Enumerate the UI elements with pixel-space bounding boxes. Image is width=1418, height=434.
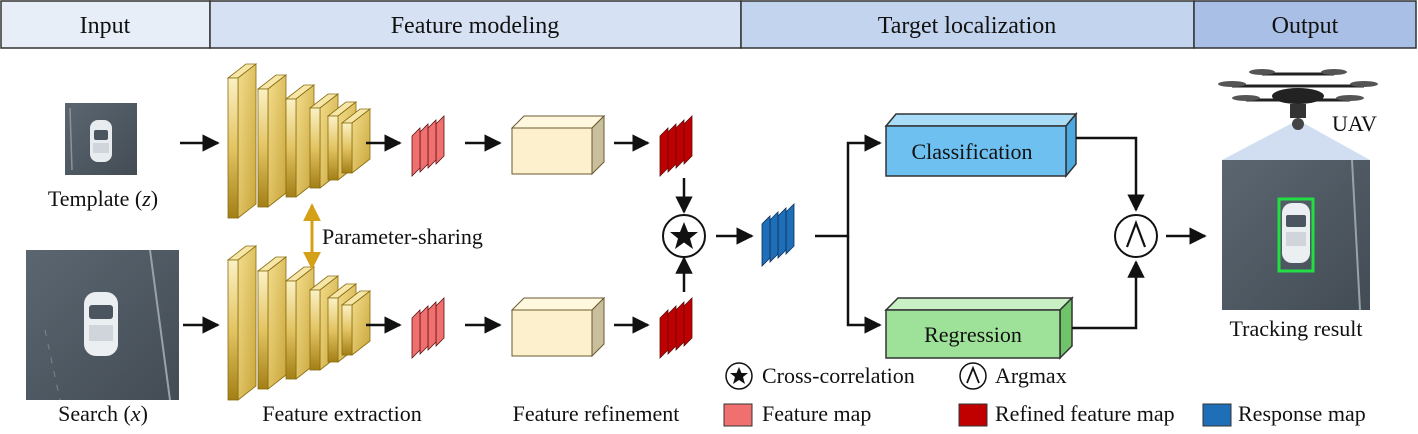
wedge-icon: [966, 365, 980, 384]
header-section-feature-modeling: [209, 0, 742, 49]
feature-extraction-label: Feature extraction: [262, 401, 421, 426]
feature-map-slice: [411, 127, 421, 177]
refined-feature-map-slice: [667, 123, 677, 173]
legend-cross-correlation-label: Cross-correlation: [762, 363, 915, 388]
branch-line: [815, 134, 882, 238]
wedge-icon: [1125, 219, 1147, 248]
header-bar: Input Feature modeling Target localizati…: [0, 0, 1417, 49]
template-label: Template (z): [48, 186, 158, 211]
backbone-layer: [341, 304, 353, 356]
backbone-layer: [285, 280, 297, 380]
refinement-block-search: [510, 296, 606, 358]
refinement-block-template: [510, 114, 606, 176]
refined-feature-map-slice: [683, 115, 693, 165]
legend-feature-map: Feature map: [723, 401, 871, 427]
backbone-layer: [285, 98, 297, 198]
legend-argmax-label: Argmax: [995, 363, 1067, 388]
uav-label: UAV: [1332, 111, 1377, 136]
feature-map-slice: [427, 301, 437, 351]
backbone-layer: [327, 115, 339, 181]
legend-response-map: Response map: [1202, 401, 1366, 427]
legend: Cross-correlation Argmax Feature map Ref…: [723, 362, 1366, 427]
refined-feature-map-slice: [659, 127, 669, 177]
star-icon: [730, 367, 748, 384]
backbone-layer: [309, 289, 321, 371]
backbone-layer-side: [267, 74, 287, 208]
legend-feature-map-label: Feature map: [762, 401, 871, 426]
argmax-node: [1114, 214, 1158, 258]
search-image: [26, 249, 179, 401]
refinement-block-top: [510, 115, 606, 129]
refined-feature-map-template: [659, 115, 693, 177]
response-map-slice: [769, 211, 779, 263]
backbone-layer: [227, 259, 239, 401]
refined-feature-map-search: [659, 297, 693, 359]
star-icon: [670, 222, 698, 249]
uav-drone-icon: [1218, 69, 1378, 160]
regression-head: Regression: [884, 296, 1074, 360]
legend-argmax: Argmax: [959, 362, 1067, 390]
feature-map-slice: [427, 119, 437, 169]
backbone-layer-side: [267, 256, 287, 390]
backbone-template: [226, 63, 372, 219]
feature-map-template: [411, 115, 445, 177]
template-image: [65, 103, 137, 175]
feature-map-slice: [435, 115, 445, 165]
feature-map-slice: [419, 123, 429, 173]
cross-correlation-node: [662, 214, 706, 258]
refined-feature-map-slice: [667, 305, 677, 355]
refined-feature-map-slice: [683, 297, 693, 347]
legend-cross-correlation: Cross-correlation: [725, 362, 915, 390]
header-section-target-localization: [740, 0, 1195, 49]
header-label-output: Output: [1272, 13, 1339, 39]
backbone-layer: [341, 122, 353, 174]
refinement-block-front: [511, 127, 593, 175]
refined-feature-map-slice: [675, 301, 685, 351]
backbone-layer: [257, 270, 269, 390]
backbone-layer-side: [237, 63, 257, 219]
backbone-layer: [309, 107, 321, 189]
backbone-search: [226, 245, 372, 401]
tracking-result-label: Tracking result: [1229, 316, 1362, 341]
refined-feature-map-slice: [675, 119, 685, 169]
backbone-layer: [257, 88, 269, 208]
tracking-result-image: [1222, 159, 1370, 311]
response-map: [761, 203, 795, 267]
arrow-cls-to-argmax: [1076, 136, 1145, 212]
header-section-output: [1193, 0, 1417, 49]
refinement-block-front: [511, 309, 593, 357]
feature-refinement-label: Feature refinement: [513, 401, 680, 426]
arrow-reg-to-argmax: [1072, 260, 1145, 330]
response-map-slice: [777, 207, 787, 259]
response-map-slice: [761, 215, 771, 267]
tracking-box: [1277, 197, 1315, 273]
header-label-feature-modeling: Feature modeling: [391, 13, 560, 39]
legend-refined-feature-map: Refined feature map: [958, 401, 1175, 427]
legend-refined-feature-map-label: Refined feature map: [995, 401, 1175, 426]
classification-head: Classification: [884, 111, 1078, 179]
branch-line-lower: [846, 236, 882, 334]
classification-label: Classification: [912, 139, 1033, 164]
backbone-layer-side: [237, 245, 257, 401]
feature-map-slice: [435, 297, 445, 347]
header-label-target-localization: Target localization: [878, 13, 1056, 39]
backbone-layer: [227, 77, 239, 219]
feature-map-slice: [411, 309, 421, 359]
response-map-slice: [785, 203, 795, 255]
legend-response-map-label: Response map: [1238, 401, 1366, 426]
search-label: Search (x): [58, 401, 148, 426]
header-label-input: Input: [80, 13, 131, 39]
parameter-sharing-label: Parameter-sharing: [322, 224, 483, 249]
backbone-layer: [327, 297, 339, 363]
feature-map-slice: [419, 305, 429, 355]
refinement-block-top: [510, 297, 606, 311]
regression-label: Regression: [924, 322, 1022, 347]
refined-feature-map-slice: [659, 309, 669, 359]
feature-map-search: [411, 297, 445, 359]
header-section-input: [0, 0, 211, 49]
